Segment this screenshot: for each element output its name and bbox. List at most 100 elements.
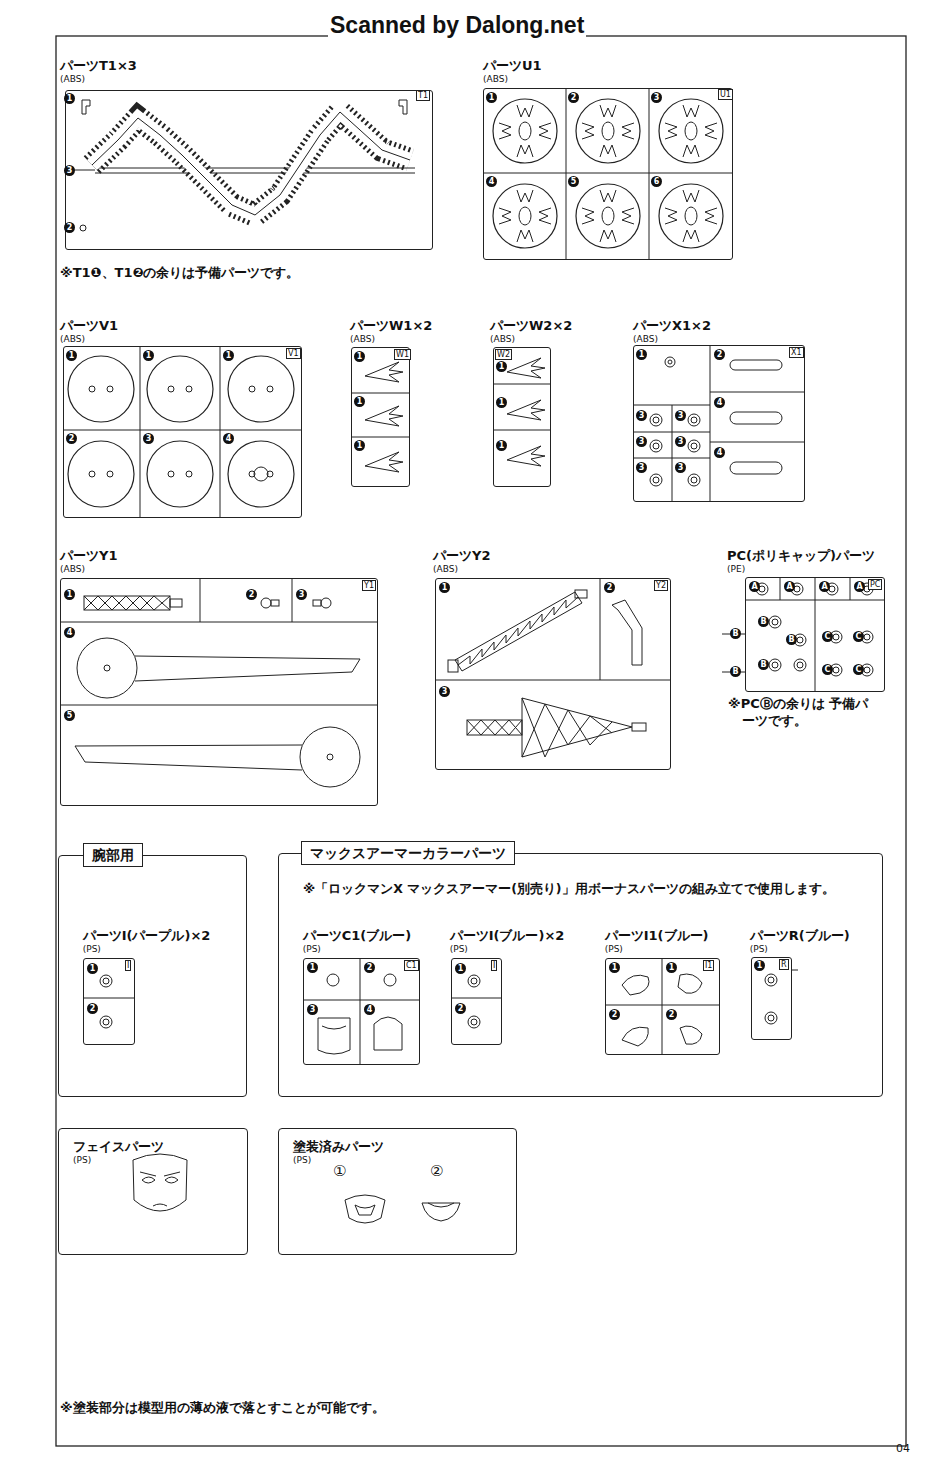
line-art <box>327 974 339 986</box>
material: (ABS) <box>483 74 733 84</box>
line-art <box>84 596 170 610</box>
line-art <box>68 441 134 507</box>
footnote: ※T1❶、T1❷の余りは予備パーツです。 <box>60 265 299 281</box>
line-art <box>228 441 294 507</box>
callout-number: 3 <box>307 1004 318 1015</box>
line-art <box>493 384 551 385</box>
callout-number: 2 <box>609 1009 620 1020</box>
callout-number: 1 <box>223 350 234 361</box>
line-art <box>300 727 360 787</box>
parts-runner: パーツR(ブルー)(PS) <box>750 928 852 1040</box>
part-name: パーツR(ブルー) <box>750 928 852 944</box>
line-art <box>468 975 480 987</box>
material: (PS) <box>83 944 213 954</box>
material: (ABS) <box>433 564 671 574</box>
line-art <box>292 578 293 622</box>
callout-number: 3 <box>64 165 75 176</box>
parts-runner: パーツI(パープル)×2(PS) <box>83 928 213 1045</box>
runner-tag: C1 <box>404 960 419 971</box>
callout-number: 2 <box>364 962 375 973</box>
material: (PS) <box>303 944 420 954</box>
line-art <box>455 592 582 671</box>
footnote: ※PCⒷの余りは 予備パーツです。 <box>728 695 874 729</box>
callout-number: ① <box>333 1163 346 1180</box>
line-art <box>665 357 675 367</box>
line-art <box>68 356 134 422</box>
runner-tag: V1 <box>286 348 301 359</box>
line-art <box>605 1005 720 1006</box>
line-art <box>60 622 378 623</box>
part-name: パーツI1(ブルー) <box>605 928 720 944</box>
runner-tag: I <box>491 960 497 971</box>
callout-number: ② <box>430 1163 443 1180</box>
part-name: パーツY1 <box>60 548 378 564</box>
callout-number: 1 <box>87 963 98 974</box>
runner-frame <box>351 347 410 487</box>
callout-number: 1 <box>143 350 154 361</box>
line-art <box>632 723 646 731</box>
callout-number: 1 <box>354 351 365 362</box>
line-art <box>75 745 302 770</box>
callout-number: 1 <box>496 440 507 451</box>
line-art <box>95 168 415 169</box>
line-art <box>633 432 710 433</box>
callout-number: A <box>749 581 760 592</box>
line-art <box>622 974 702 1046</box>
line-art <box>566 88 567 260</box>
line-art <box>493 99 557 163</box>
callout-number: 3 <box>143 433 154 444</box>
material: (PS) <box>73 1155 233 1165</box>
part-name: パーツT1×3 <box>60 58 433 74</box>
callout-number: 1 <box>754 960 765 971</box>
line-art <box>82 100 407 114</box>
callout-number: 4 <box>714 447 725 458</box>
line-art <box>365 452 403 472</box>
material: (ABS) <box>60 74 433 84</box>
callout-number: 1 <box>455 963 466 974</box>
line-art <box>351 437 410 438</box>
callout-number: 1 <box>307 962 318 973</box>
callout-number: B <box>758 616 769 627</box>
material: (PS) <box>450 944 567 954</box>
callout-number: 2 <box>714 349 725 360</box>
line-art <box>467 720 522 735</box>
parts-runner: パーツC1(ブルー)(PS) <box>303 928 420 1065</box>
line-art <box>200 578 201 622</box>
callout-number: B <box>758 659 769 670</box>
callout-number: B <box>730 666 741 677</box>
line-art <box>650 474 662 486</box>
line-art <box>100 975 112 987</box>
line-art <box>133 1154 187 1211</box>
callout-number: 4 <box>223 433 234 444</box>
callout-number: 2 <box>87 1003 98 1014</box>
callout-number: A <box>854 581 865 592</box>
material: (ABS) <box>490 334 574 344</box>
callout-number: 1 <box>496 361 507 372</box>
line-art <box>95 173 415 174</box>
line-art <box>327 754 333 760</box>
material: (PS) <box>293 1155 502 1165</box>
group-box: マックスアーマーカラーパーツ※「ロックマンX マックスアーマー(別売り)」用ボー… <box>278 853 883 1097</box>
line-art <box>303 1000 420 1001</box>
line-art <box>63 430 302 431</box>
callout-number: 3 <box>651 92 662 103</box>
runner-tag: PC <box>868 579 882 590</box>
callout-number: 3 <box>636 410 647 421</box>
line-art <box>220 346 221 518</box>
line-art <box>493 430 551 431</box>
part-name: パーツC1(ブルー) <box>303 928 420 944</box>
parts-runner: パーツI1(ブルー)(PS) <box>605 928 720 1055</box>
parts-box: 塗装済みパーツ(PS) <box>278 1128 517 1255</box>
line-art <box>92 112 410 215</box>
callout-number: 1 <box>66 350 77 361</box>
line-art <box>83 998 135 999</box>
line-art <box>140 346 141 518</box>
callout-number: 2 <box>246 589 257 600</box>
line-art <box>507 358 545 378</box>
line-art <box>374 1017 402 1050</box>
callout-number: 4 <box>364 1004 375 1015</box>
callout-number: 5 <box>568 176 579 187</box>
callout-number: 4 <box>486 176 497 187</box>
runner-tag: W1 <box>394 349 411 360</box>
